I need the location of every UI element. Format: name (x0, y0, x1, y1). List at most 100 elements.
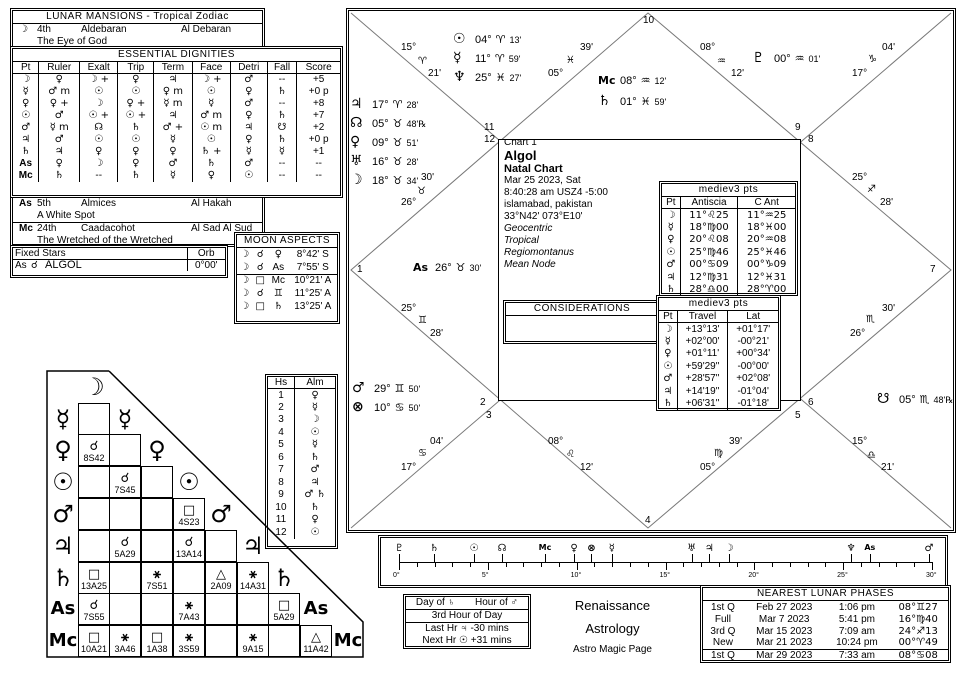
planet-glyph: ♀ (664, 348, 672, 360)
aspect-glyph: ⚹ (249, 567, 257, 582)
table-cell: ♂ (38, 109, 80, 122)
table-cell: -01°04' (727, 385, 778, 398)
aspect-orb: 14A31 (239, 581, 267, 591)
aspect-grid-label: ♄ (273, 564, 295, 592)
brand-line3: Astro Magic Page (573, 644, 652, 655)
table-cell: ♂ (229, 157, 268, 170)
planet-sign: ♉ (392, 117, 403, 130)
strip-tick (399, 562, 400, 570)
strip-planet-glyph: ♃ (704, 543, 714, 554)
table-cell: -00°00' (727, 360, 778, 373)
table-cell: Feb 27 2023 (756, 601, 813, 613)
strip-tick (789, 562, 791, 567)
house-number: 12 (484, 134, 496, 145)
planet-group-h2: ♂29°♊50'⊗10°♋50' (352, 380, 420, 418)
table-cell: Full (714, 613, 731, 625)
table-cell: ♀ (117, 73, 154, 86)
strip-planet-stem (473, 554, 475, 562)
planet-glyph: ♃ (21, 134, 31, 145)
planet-position: ☋05°♏48'℞ (877, 391, 953, 410)
table-cell: ♊ (273, 288, 283, 299)
aspect-orb: 3A46 (114, 644, 136, 654)
cusp-sign: ♋ (418, 448, 427, 459)
planet-glyph: ♃ (666, 271, 676, 283)
aspect-glyph: ☌ (31, 260, 38, 271)
table-cell: ♂ m (38, 85, 80, 98)
table-cell: ☽ (240, 301, 250, 312)
planet-position: ☉04°♈13' (453, 31, 521, 50)
planet-sign: ♒ (640, 74, 651, 87)
strip-planet-stem (869, 554, 871, 562)
strip-tick (434, 562, 436, 567)
planet-glyph: As (413, 261, 429, 274)
column-header: Pt (659, 311, 678, 323)
table-cell: +02°00' (676, 335, 728, 348)
table-row: 1♀ (268, 388, 335, 401)
strip-planet-stem (928, 554, 930, 562)
aspect-orb: 5A29 (114, 549, 136, 559)
cusp-deg: 25° (401, 303, 417, 314)
table-cell: ♄ (266, 109, 297, 122)
table-cell: ☽ (240, 288, 250, 299)
planet-degree: 00° (774, 53, 791, 65)
cusp-sign: ♏ (866, 314, 875, 325)
planet-glyph: ☉ (21, 110, 31, 121)
table-cell: ☿ m (153, 97, 193, 110)
table-row: ♄♃♀♀♀♄ +☿☿+1 (13, 145, 340, 158)
travel-title: mediev3 pts (659, 298, 778, 311)
planet-position: ♃17°♈28' (350, 96, 426, 115)
table-cell: □ (255, 301, 265, 312)
chart-option: Mean Node (504, 259, 556, 270)
strip-planet-stem (399, 554, 401, 562)
aspect-grid-label: ♄ (52, 564, 74, 592)
aspect-orb: 7A43 (178, 612, 200, 622)
table-cell: +8 (296, 97, 340, 110)
table-row: 11♀ (268, 513, 335, 526)
planet-degree: 16° (372, 156, 389, 168)
table-cell: 08°♊27 (898, 601, 938, 613)
planet-group-h9: ♇00°♒01' (752, 50, 820, 69)
planet-sign: ♓ (495, 71, 506, 84)
planet-position: ♀09°♉51' (350, 134, 426, 153)
table-cell: 11°♒25 (737, 208, 795, 221)
strip-tick (523, 562, 525, 567)
cusp-sign: ♐ (867, 184, 876, 195)
table-cell: ♀ m (153, 85, 193, 98)
cusp-sign: ♒ (717, 56, 726, 67)
table-row: ♀♀ +☽♀ +☿ m☿♂--+8 (13, 97, 340, 110)
table-cell: ♃ (38, 145, 80, 158)
table-row: ☉+59'29"-00°00' (659, 360, 778, 373)
chart-time: 8:40:28 am USZ4 -5:00 (504, 187, 608, 198)
table-cell: ♀ (153, 145, 193, 158)
chart-option: Tropical (504, 235, 539, 246)
planet-degree: 17° (372, 99, 389, 111)
table-row: ☽♀☽ +♀♃☽ +♂--+5 (13, 73, 340, 86)
planet-minute: 27' (509, 73, 522, 83)
planet-sign: ♈ (494, 52, 505, 65)
fixed-star-cell: As☌ALGOL (13, 260, 187, 272)
aspect-grid-label: ♃ (242, 532, 264, 560)
table-row: ♃+14'19"-01°04' (659, 385, 778, 398)
table-cell: ♀ (38, 157, 80, 170)
strip-planet-stem (574, 554, 575, 562)
table-cell: 28°♈00 (737, 283, 795, 296)
brand-line2: Astrology (585, 621, 640, 636)
aspect-cell (141, 498, 173, 530)
table-cell: 10 (275, 501, 287, 513)
cusp-deg: 05° (548, 68, 564, 79)
table-cell: ☿ (266, 145, 297, 158)
table-cell: ♄ (266, 133, 297, 146)
cusp-sign: ♈ (418, 56, 427, 67)
table-cell: ☽ (293, 413, 335, 426)
aspect-cell (78, 466, 110, 498)
table-cell: ♀ (79, 145, 118, 158)
cusp-min: 04' (882, 42, 896, 53)
table-cell: 9 (278, 489, 284, 501)
table-cell: 7:09 am (838, 625, 875, 637)
table-cell: +0 p (296, 85, 340, 98)
aspect-glyph: △ (216, 567, 226, 582)
cusp-deg: 08° (700, 42, 716, 53)
planet-sign: ♈ (495, 33, 506, 46)
